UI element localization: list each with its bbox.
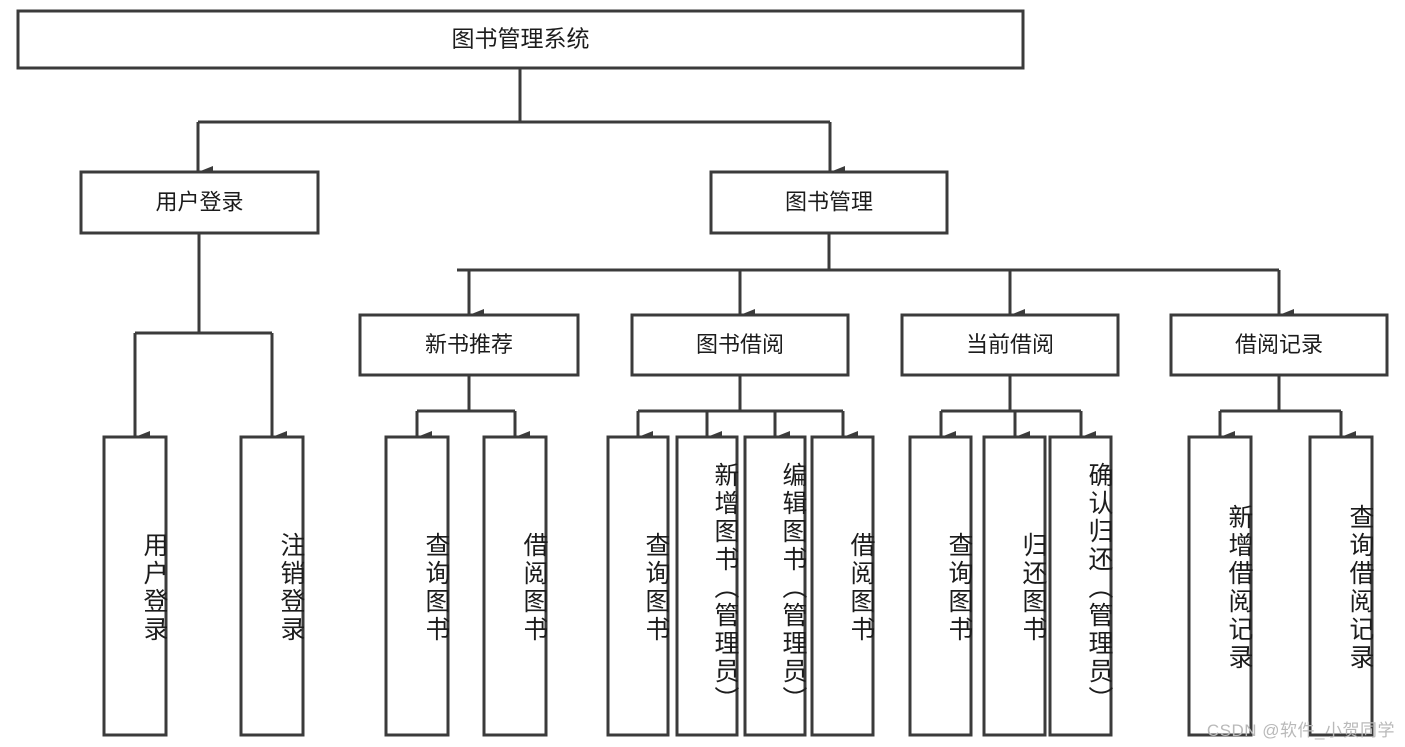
leaf-leaf-borrow-book-2-rect[interactable]: [810, 435, 875, 737]
leaf-leaf-return-book[interactable]: [982, 435, 1047, 737]
leaf-leaf-add-record-rect[interactable]: [1187, 435, 1253, 737]
leaf-leaf-logout[interactable]: [239, 435, 305, 737]
node-user-login-rect[interactable]: [79, 170, 320, 235]
leaf-leaf-query-book-3-rect[interactable]: [908, 435, 973, 737]
node-current-borrow[interactable]: 当前借阅: [900, 313, 1120, 377]
leaf-leaf-borrow-book-2[interactable]: [810, 435, 875, 737]
leaf-leaf-borrow-book-1-rect[interactable]: [482, 435, 548, 737]
node-new-book-recommend[interactable]: 新书推荐: [358, 313, 580, 377]
node-root-root[interactable]: 图书管理系统: [16, 9, 1025, 70]
leaf-leaf-query-book-3[interactable]: [908, 435, 973, 737]
leaf-leaf-query-book-2-rect[interactable]: [606, 435, 670, 737]
node-user-login-label: 用户登录: [155, 189, 243, 214]
leaf-leaf-query-book-1[interactable]: [384, 435, 450, 737]
leaf-leaf-query-book-2[interactable]: [606, 435, 670, 737]
leaf-leaf-add-book[interactable]: [675, 435, 739, 737]
leaf-leaf-add-book-rect[interactable]: [675, 435, 739, 737]
node-borrow-record-label: 借阅记录: [1235, 332, 1323, 357]
leaf-leaf-return-book-rect[interactable]: [982, 435, 1047, 737]
leaf-leaf-user-login-rect[interactable]: [102, 435, 168, 737]
leaf-leaf-edit-book[interactable]: [743, 435, 807, 737]
leaf-leaf-query-book-1-rect[interactable]: [384, 435, 450, 737]
node-book-manage-rect[interactable]: [709, 170, 949, 235]
leaf-leaf-query-record[interactable]: [1308, 435, 1374, 737]
node-current-borrow-rect[interactable]: [900, 313, 1120, 377]
node-new-book-recommend-label: 新书推荐: [425, 332, 513, 357]
node-book-borrow-label: 图书借阅: [696, 332, 784, 357]
node-current-borrow-label: 当前借阅: [966, 332, 1054, 357]
leaf-leaf-logout-rect[interactable]: [239, 435, 305, 737]
node-book-manage[interactable]: 图书管理: [709, 170, 949, 235]
leaf-leaf-user-login[interactable]: [102, 435, 168, 737]
node-borrow-record[interactable]: 借阅记录: [1169, 313, 1389, 377]
leaf-leaf-query-record-rect[interactable]: [1308, 435, 1374, 737]
leaf-leaf-confirm-return-rect[interactable]: [1048, 435, 1113, 737]
node-book-borrow-rect[interactable]: [630, 313, 850, 377]
node-book-manage-label: 图书管理: [785, 189, 873, 214]
node-new-book-recommend-rect[interactable]: [358, 313, 580, 377]
leaf-leaf-add-record[interactable]: [1187, 435, 1253, 737]
node-root-root-label: 图书管理系统: [452, 26, 590, 52]
node-root-root-rect[interactable]: [16, 9, 1025, 70]
watermark-text: CSDN @软件_小贺同学: [1206, 721, 1395, 740]
leaf-leaf-borrow-book-1[interactable]: [482, 435, 548, 737]
node-book-borrow[interactable]: 图书借阅: [630, 313, 850, 377]
node-user-login[interactable]: 用户登录: [79, 170, 320, 235]
node-borrow-record-rect[interactable]: [1169, 313, 1389, 377]
leaf-leaf-confirm-return[interactable]: [1048, 435, 1113, 737]
leaf-leaf-edit-book-rect[interactable]: [743, 435, 807, 737]
connector-layer: [133, 68, 1356, 443]
